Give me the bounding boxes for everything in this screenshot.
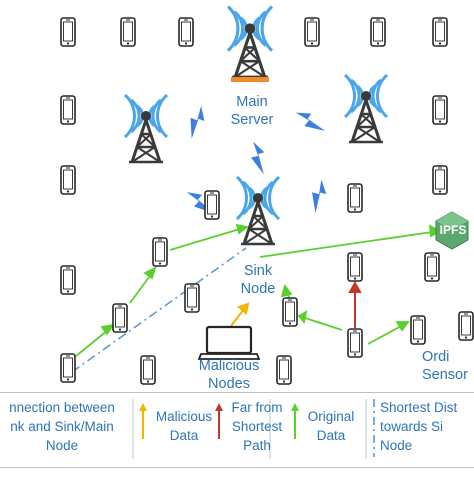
ipfs-label: IPFS (439, 223, 467, 237)
right-relay-tower-icon (343, 73, 389, 144)
phone-icon (424, 252, 440, 282)
sensor-nodes (60, 17, 474, 385)
phone-icon (60, 353, 76, 383)
phone-icon (347, 328, 363, 358)
ordinary-sensor-label: Ordi Sensor (422, 349, 468, 383)
ipfs-cube-icon (435, 211, 469, 250)
phone-icon (204, 190, 220, 220)
phone-icon (432, 95, 448, 125)
phone-icon (432, 165, 448, 195)
phone-icon (458, 311, 474, 341)
shortest-distance-line (71, 247, 247, 373)
phone-icon (60, 17, 76, 47)
phone-icon (140, 355, 156, 385)
main-server-label: Main Server (230, 94, 274, 128)
left-relay-tower-icon (123, 93, 169, 164)
phone-icon (410, 315, 426, 345)
phone-icon (120, 17, 136, 47)
phone-icon (370, 17, 386, 47)
phone-icon (347, 183, 363, 213)
phone-icon (184, 283, 200, 313)
phone-icon (178, 17, 194, 47)
phone-icon (60, 95, 76, 125)
phone-icon (347, 252, 363, 282)
malicious-nodes-label: Malicious Nodes (198, 358, 260, 392)
legend-markers (132, 399, 375, 459)
phone-icon (282, 297, 298, 327)
phone-icon (60, 265, 76, 295)
far-path-arrow (348, 280, 362, 328)
phone-icon (432, 17, 448, 47)
phone-icon (112, 303, 128, 333)
phone-icon (152, 237, 168, 267)
phone-icon (276, 355, 292, 385)
malicious-data-arrow (230, 302, 250, 327)
sink-node-tower-icon (235, 175, 281, 246)
sink-node-label: Sink Node (240, 263, 276, 297)
laptop-icon (197, 325, 261, 360)
phone-icon (304, 17, 320, 47)
phone-icon (60, 165, 76, 195)
main-server-tower-icon (226, 4, 274, 82)
